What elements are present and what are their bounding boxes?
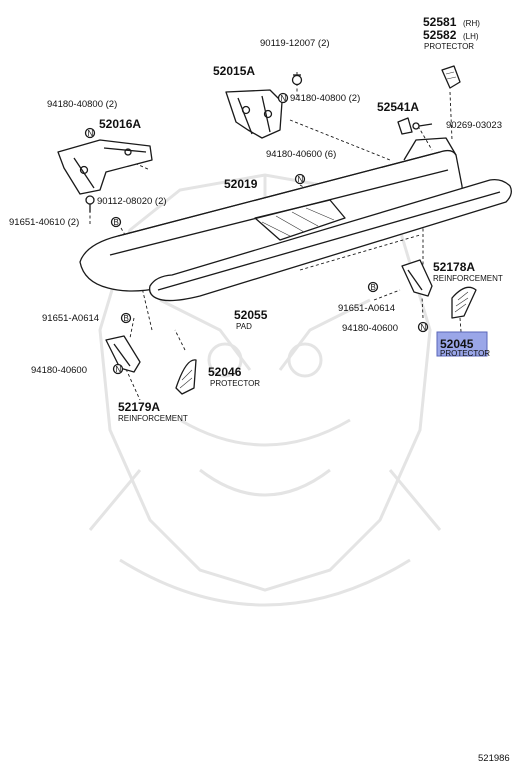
label-91651-40610[interactable]: 91651-40610 (2) — [9, 217, 79, 228]
bolt-icon — [85, 195, 95, 212]
label-52581-suffix: (RH) — [463, 19, 480, 28]
bumper-pad — [148, 178, 512, 302]
label-protector-top: PROTECTOR — [424, 42, 474, 51]
label-52055[interactable]: 52055 — [234, 308, 268, 322]
label-94180-40600-right[interactable]: 94180-40600 — [342, 323, 398, 334]
fasteners: N N N B B N B N — [84, 74, 433, 375]
reinforcement-left — [105, 335, 141, 373]
protector-top-right — [441, 65, 461, 89]
clip-52541A — [397, 117, 413, 135]
protector-right — [451, 286, 477, 319]
label-52581[interactable]: 52581 — [423, 15, 457, 29]
svg-text:N: N — [298, 175, 304, 184]
labels: 90119-12007 (2) 52581 (RH) 52582 (LH) PR… — [9, 15, 510, 764]
nut-icon: N — [417, 321, 429, 333]
label-52016A[interactable]: 52016A — [99, 117, 141, 131]
svg-text:B: B — [124, 314, 129, 323]
svg-text:N: N — [116, 365, 122, 374]
label-90119[interactable]: 90119-12007 (2) — [260, 38, 330, 49]
label-52019[interactable]: 52019 — [224, 177, 258, 191]
label-91651-A0614-left[interactable]: 91651-A0614 — [42, 313, 99, 324]
highlight-box — [436, 331, 488, 357]
nut-icon: N — [294, 173, 306, 185]
label-94180-40600-6[interactable]: 94180-40600 (6) — [266, 149, 336, 160]
label-52179A[interactable]: 52179A — [118, 400, 160, 414]
bracket-center — [225, 89, 283, 139]
label-52582-suffix: (LH) — [463, 32, 479, 41]
label-94180-40800-center[interactable]: 94180-40800 (2) — [290, 93, 360, 104]
nut-icon: N — [277, 92, 289, 104]
diagram-id: 521986 — [478, 753, 510, 764]
label-52541A[interactable]: 52541A — [377, 100, 419, 114]
label-52015A[interactable]: 52015A — [213, 64, 255, 78]
svg-text:N: N — [421, 323, 427, 332]
label-90112[interactable]: 90112-08020 (2) — [97, 196, 167, 207]
nut-icon — [291, 74, 303, 86]
washer-icon: B — [120, 312, 132, 324]
svg-text:N: N — [281, 94, 287, 103]
label-reinforcement-right: REINFORCEMENT — [433, 274, 503, 283]
label-94180-40800-left[interactable]: 94180-40800 (2) — [47, 99, 117, 110]
label-52046[interactable]: 52046 — [208, 365, 242, 379]
nut-icon: N — [112, 363, 124, 375]
svg-text:B: B — [371, 283, 376, 292]
label-90269[interactable]: 90269-03023 — [446, 120, 502, 131]
samurai-mask-watermark — [88, 173, 442, 607]
label-protector-left: PROTECTOR — [210, 379, 260, 388]
svg-text:N: N — [88, 129, 94, 138]
label-52045[interactable]: 52045 — [440, 337, 474, 351]
label-94180-40600-left[interactable]: 94180-40600 — [31, 365, 87, 376]
screw-icon — [412, 122, 433, 130]
bracket-left — [57, 139, 153, 195]
label-reinforcement-left: REINFORCEMENT — [118, 414, 188, 423]
protector-left — [175, 359, 197, 395]
nut-icon: N — [84, 127, 96, 139]
label-52178A[interactable]: 52178A — [433, 260, 475, 274]
washer-icon: B — [110, 216, 122, 228]
svg-text:B: B — [114, 218, 119, 227]
reinforcement-right — [401, 259, 433, 297]
washer-icon: B — [367, 281, 379, 293]
label-protector-right: PROTECTOR — [440, 349, 490, 358]
label-52582[interactable]: 52582 — [423, 28, 457, 42]
label-91651-A0614-right[interactable]: 91651-A0614 — [338, 303, 395, 314]
label-pad: PAD — [236, 322, 252, 331]
